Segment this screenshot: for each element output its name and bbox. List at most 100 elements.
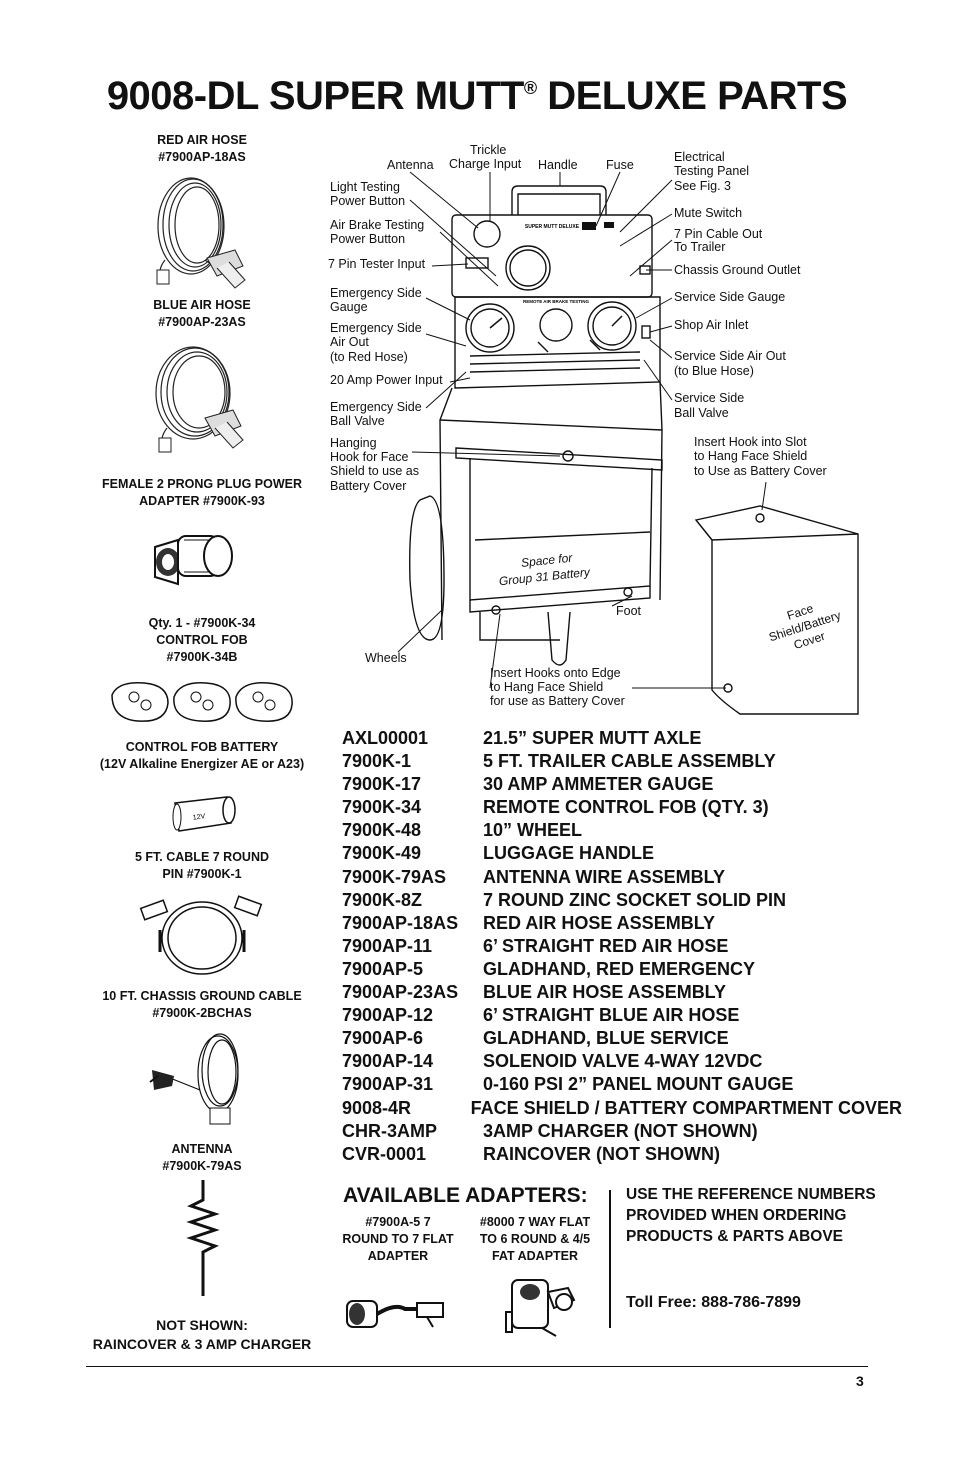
label-insert-slot-2: to Hang Face Shield — [694, 449, 807, 463]
page-number: 3 — [856, 1373, 864, 1389]
part-number: 7900K-79AS — [342, 866, 447, 887]
part-description: RED AIR HOSE ASSEMBLY — [483, 912, 716, 933]
label-space-2: Group 31 Battery — [498, 565, 591, 589]
label-mute: Mute Switch — [674, 206, 742, 220]
part-description: RAINCOVER (NOT SHOWN) — [483, 1143, 720, 1164]
label-hanging-4: Battery Cover — [330, 479, 406, 493]
label-airbrake-2: Power Button — [330, 232, 405, 246]
label-electrical-2: Testing Panel — [674, 164, 749, 178]
parts-row: 7900AP-14 SOLENOID VALVE 4-WAY 12VDC — [342, 1050, 902, 1073]
label-antenna: Antenna — [387, 158, 434, 172]
footer-rule — [86, 1366, 868, 1367]
antenna-illustration — [186, 1180, 220, 1296]
parts-row: 7900K-34 REMOTE CONTROL FOB (QTY. 3) — [342, 796, 902, 819]
caption-antenna: ANTENNA#7900K-79AS — [162, 1142, 242, 1173]
label-serv-gauge: Service Side Gauge — [674, 290, 785, 304]
part-number: 7900K-34 — [342, 797, 422, 818]
control-fob-illustration — [111, 682, 293, 722]
label-foot: Foot — [616, 604, 642, 618]
part-description: 21.5” SUPER MUTT AXLE — [483, 728, 702, 748]
parts-row: 7900K-48 10” WHEEL — [342, 819, 902, 842]
label-handle: Handle — [538, 158, 578, 172]
parts-row: 7900K-8Z 7 ROUND ZINC SOCKET SOLID PIN — [342, 889, 902, 912]
part-number: 7900K-1 — [342, 751, 412, 772]
part-number: 7900AP-5 — [342, 958, 424, 979]
parts-row: AXL00001 21.5” SUPER MUTT AXLE — [342, 727, 902, 750]
parts-row: 7900AP-31 0-160 PSI 2” PANEL MOUNT GAUGE — [342, 1073, 902, 1096]
part-number: 7900K-49 — [342, 843, 422, 864]
part-description: 6’ STRAIGHT BLUE AIR HOSE — [483, 1005, 740, 1026]
label-serv-ball-1: Service Side — [674, 391, 744, 405]
parts-row: 7900AP-5 GLADHAND, RED EMERGENCY — [342, 958, 902, 981]
label-insert-edge-2: to Hang Face Shield — [490, 680, 603, 694]
parts-row: 7900K-1 5 FT. TRAILER CABLE ASSEMBLY — [342, 750, 902, 773]
part-number: 7900AP-11 — [342, 935, 433, 956]
caption-not-shown: NOT SHOWN:RAINCOVER & 3 AMP CHARGER — [92, 1317, 312, 1352]
label-cable-2: To Trailer — [674, 240, 725, 254]
part-number: 7900K-48 — [342, 820, 422, 841]
part-description: 0-160 PSI 2” PANEL MOUNT GAUGE — [483, 1074, 794, 1095]
part-description: SOLENOID VALVE 4-WAY 12VDC — [483, 1051, 763, 1072]
label-emer-air-3: (to Red Hose) — [330, 350, 408, 364]
part-description: 30 AMP AMMETER GAUGE — [483, 774, 714, 795]
ordering-note: USE THE REFERENCE NUMBERS PROVIDED WHEN … — [626, 1186, 876, 1245]
battery-label: 12V — [192, 813, 206, 822]
label-serv-air-2: (to Blue Hose) — [674, 364, 754, 378]
part-number: 7900AP-31 — [342, 1074, 434, 1095]
vertical-divider — [609, 1190, 611, 1328]
part-description: 5 FT. TRAILER CABLE ASSEMBLY — [483, 751, 776, 772]
label-electrical-3: See Fig. 3 — [674, 179, 731, 193]
part-description: REMOTE CONTROL FOB (QTY. 3) — [483, 797, 769, 818]
part-description: 10” WHEEL — [483, 820, 583, 841]
label-trickle-2: Charge Input — [449, 157, 522, 171]
parts-row: 7900AP-12 6’ STRAIGHT BLUE AIR HOSE — [342, 1004, 902, 1027]
parts-list: AXL00001 21.5” SUPER MUTT AXLE 7900K-1 5 FT… — [342, 727, 902, 1166]
label-light-1: Light Testing — [330, 180, 400, 194]
page-title: 9008-DL SUPER MUTT® DELUXE PARTS — [106, 74, 848, 118]
part-number: 7900AP-14 — [342, 1051, 434, 1072]
label-electrical-1: Electrical — [674, 150, 725, 164]
label-chassis: Chassis Ground Outlet — [674, 263, 801, 277]
label-shop-air: Shop Air Inlet — [674, 318, 749, 332]
label-hanging-2: Hook for Face — [330, 450, 409, 464]
fob-battery-illustration: 12V — [172, 796, 236, 832]
toll-free-number: Toll Free: 888-786-7899 — [626, 1294, 801, 1311]
panel-subtitle: REMOTE AIR BRAKE TESTING — [523, 299, 590, 304]
part-description: GLADHAND, RED EMERGENCY — [483, 958, 756, 979]
label-insert-slot-3: to Use as Battery Cover — [694, 464, 827, 478]
label-emer-air-2: Air Out — [330, 335, 369, 349]
part-description: 7 ROUND ZINC SOCKET SOLID PIN — [483, 889, 787, 910]
plug-adapter-illustration — [154, 535, 233, 586]
part-description: FACE SHIELD / BATTERY COMPARTMENT COVER — [470, 1097, 902, 1118]
label-space-1: Space for — [520, 551, 574, 570]
part-number: 7900AP-12 — [342, 1005, 434, 1026]
blue-air-hose-illustration — [155, 346, 244, 453]
label-light-2: Power Button — [330, 194, 405, 208]
registered-mark: ® — [523, 78, 537, 98]
red-air-hose-illustration — [156, 177, 246, 289]
part-description: BLUE AIR HOSE ASSEMBLY — [483, 982, 727, 1003]
part-description: 6’ STRAIGHT RED AIR HOSE — [483, 935, 729, 956]
part-number: CHR-3AMP — [342, 1120, 438, 1141]
adapter-1-illustration — [346, 1300, 444, 1328]
label-emer-gauge-2: Gauge — [330, 300, 368, 314]
part-number: 7900K-8Z — [342, 889, 423, 910]
part-number: AXL00001 — [342, 728, 429, 748]
label-20amp: 20 Amp Power Input — [330, 373, 443, 387]
label-hanging-1: Hanging — [330, 436, 377, 450]
label-cable-1: 7 Pin Cable Out — [674, 227, 763, 241]
caption-fob-battery: CONTROL FOB BATTERY(12V Alkaline Energiz… — [99, 740, 305, 771]
